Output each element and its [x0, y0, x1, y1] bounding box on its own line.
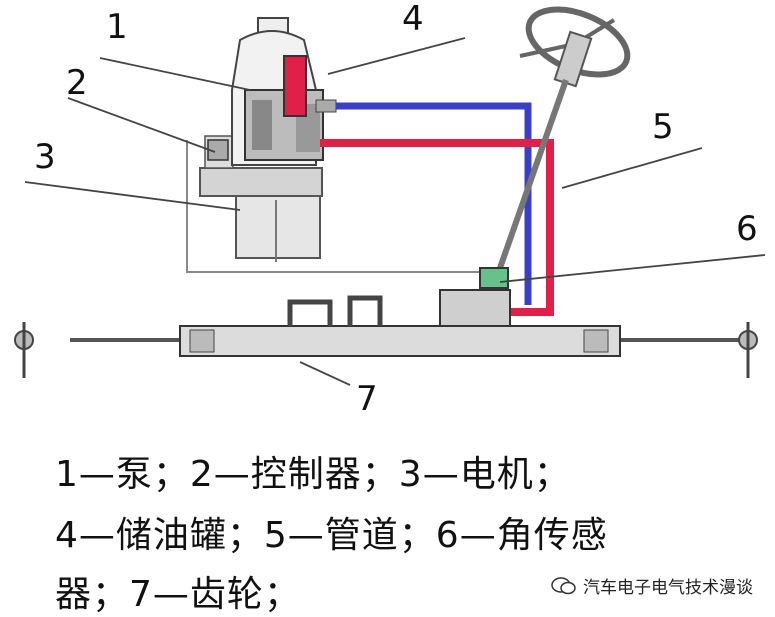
label-3: 3: [34, 137, 56, 177]
mounting-frame: [186, 140, 500, 273]
pressure-line: [320, 139, 554, 316]
leader-4: [327, 37, 466, 75]
label-5: 5: [652, 107, 674, 147]
leader-7: [299, 361, 351, 386]
steering-gear: [14, 289, 758, 378]
label-1: 1: [106, 7, 128, 47]
leader-1: [99, 57, 251, 91]
watermark-text: 汽车电子电气技术漫谈: [583, 578, 753, 598]
label-6: 6: [736, 209, 758, 249]
reservoir-fill: [283, 55, 307, 117]
leader-5: [561, 147, 703, 189]
caption-line-2: 4—储油罐；5—管道；6—角传感: [55, 515, 608, 556]
steering-wheel: [519, 6, 631, 88]
label-7: 7: [356, 379, 378, 419]
eps-system-diagram: 1 2 3 4 5 6 7: [14, 0, 766, 419]
steering-column: [497, 79, 569, 269]
leader-6: [499, 254, 766, 283]
wechat-icon: [551, 576, 576, 594]
pump-reservoir: [231, 17, 337, 166]
return-line: [336, 102, 532, 305]
watermark: 汽车电子电气技术漫谈: [551, 573, 753, 598]
label-2: 2: [66, 63, 88, 103]
caption-line-3: 器；7—齿轮；: [55, 574, 301, 615]
caption-line-1: 1—泵；2—控制器；3—电机；: [55, 454, 571, 495]
leader-3: [24, 181, 241, 211]
label-4: 4: [402, 0, 424, 39]
leader-2: [67, 97, 216, 153]
angle-sensor: [479, 267, 509, 289]
